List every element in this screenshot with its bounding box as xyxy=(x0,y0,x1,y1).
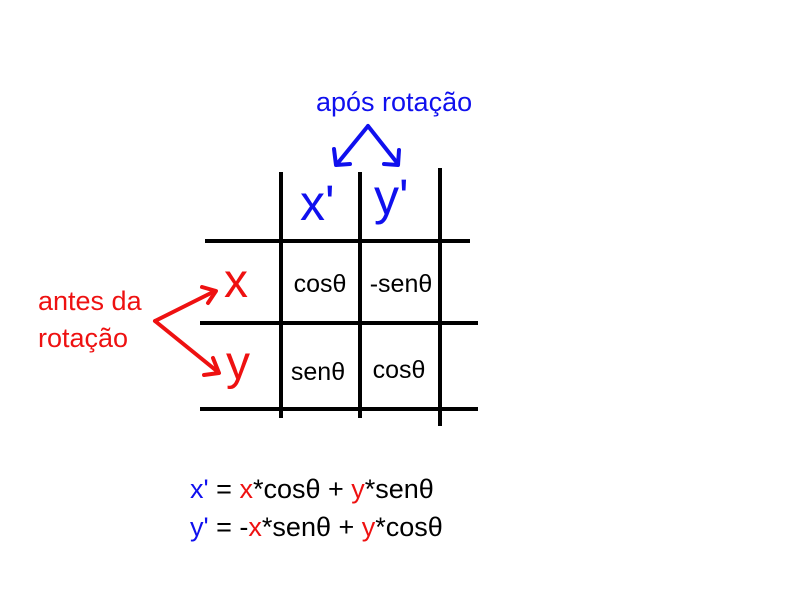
cell-y-yprime: cosθ xyxy=(372,356,426,384)
row-header-y: y xyxy=(226,337,250,390)
eq2-term1-var: x xyxy=(248,512,262,542)
eq1-term1-rest: *cosθ + xyxy=(252,474,352,504)
eq2-term2-rest: *cosθ xyxy=(375,512,443,542)
eq1-term1-var: x xyxy=(239,474,253,504)
col-header-y-prime: y' xyxy=(374,169,409,225)
before-rotation-label-line1: antes da xyxy=(38,286,142,316)
before-rotation-label-line2: rotação xyxy=(38,323,129,353)
before-rotation-arrows xyxy=(153,285,221,377)
eq1-lhs: x' xyxy=(190,474,209,504)
after-rotation-arrows xyxy=(332,124,401,167)
col-header-x-prime: x' xyxy=(300,175,335,231)
after-rotation-label: após rotação xyxy=(316,87,473,117)
cell-y-xprime: senθ xyxy=(290,358,346,386)
eq1-equals: = xyxy=(208,474,240,504)
equation-y-prime: y' = -x*senθ + y*cosθ xyxy=(190,514,443,541)
eq2-term1-rest: *senθ + xyxy=(261,512,362,542)
eq1-term2-rest: *senθ xyxy=(364,474,434,504)
eq2-lhs: y' xyxy=(190,512,209,542)
row-header-x: x xyxy=(224,255,248,308)
cell-x-xprime: cosθ xyxy=(293,270,347,298)
eq2-equals: = - xyxy=(208,512,249,542)
equation-x-prime: x' = x*cosθ + y*senθ xyxy=(190,476,434,503)
eq2-term2-var: y xyxy=(361,512,376,542)
eq1-term2-var: y xyxy=(351,474,365,504)
cell-x-yprime: -senθ xyxy=(369,270,433,298)
